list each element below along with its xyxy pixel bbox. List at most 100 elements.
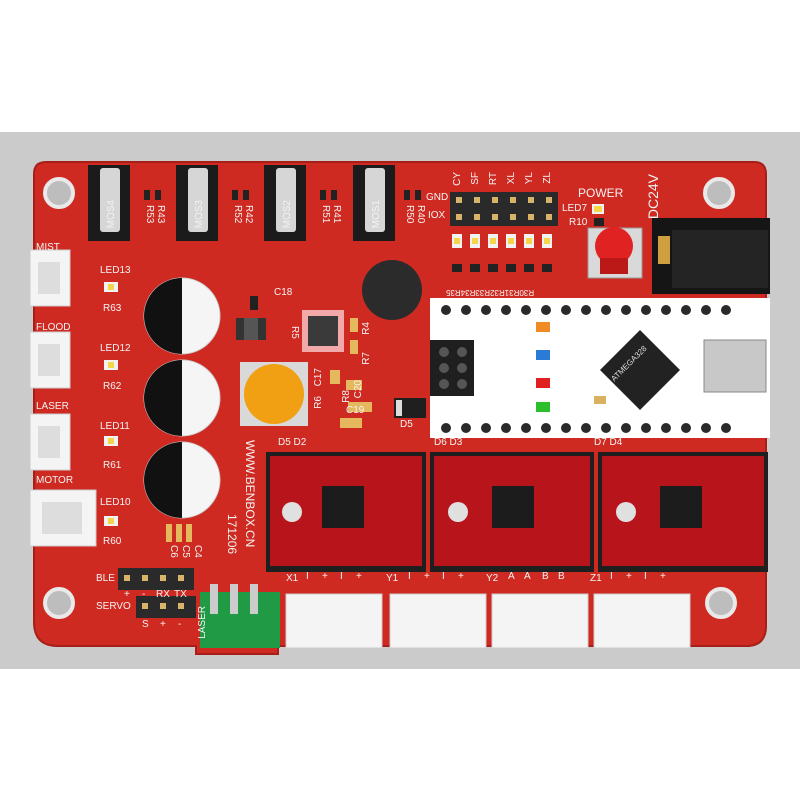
driver-y xyxy=(430,452,594,572)
label-y1: Y1 xyxy=(386,573,399,584)
y2-connector xyxy=(491,593,589,649)
label-led13: LED13 xyxy=(100,265,131,276)
label-website: WWW.BENBOX.CN xyxy=(243,440,257,548)
left-connectors xyxy=(29,249,97,547)
label-motor: MOTOR xyxy=(36,475,74,486)
pin-y2-2: A xyxy=(524,571,531,582)
label-led10: LED10 xyxy=(100,497,131,508)
buzzer xyxy=(362,260,422,320)
label-r52: R52 xyxy=(232,205,243,224)
label-led12: LED12 xyxy=(100,343,131,354)
label-power: POWER xyxy=(578,186,624,200)
pin-z1-1: I xyxy=(610,571,613,582)
usb-port xyxy=(703,339,767,393)
label-gnd: GND xyxy=(426,192,449,203)
mounting-holes xyxy=(43,177,737,619)
pin-x1-1: I xyxy=(306,571,309,582)
pin-y2-1: A xyxy=(508,571,515,582)
pin-servo-1: S xyxy=(142,619,149,630)
label-driver-z: D7 D4 xyxy=(594,437,623,448)
mosfet-2 xyxy=(264,165,306,241)
pin-ble-1: + xyxy=(124,589,130,600)
label-r62: R62 xyxy=(103,381,122,392)
label-r8: R8 xyxy=(341,390,352,403)
label-ble: BLE xyxy=(96,573,115,584)
label-c4: C4 xyxy=(192,545,203,558)
label-resistor-row: R30R31R32R33R34R35 xyxy=(446,288,535,297)
pin-z1-2: + xyxy=(626,571,632,582)
label-c5: C5 xyxy=(180,545,191,558)
label-r63: R63 xyxy=(103,303,122,314)
label-r42: R42 xyxy=(243,205,254,224)
connector-mist xyxy=(29,249,71,307)
connector-laser xyxy=(29,413,71,471)
inductor xyxy=(240,362,308,426)
label-date-code: 171206 xyxy=(225,514,239,555)
label-xl: XL xyxy=(506,172,517,185)
mounting-hole-tl xyxy=(43,177,75,209)
mos-resistors xyxy=(144,190,421,200)
electrolytic-capacitors xyxy=(143,277,221,519)
label-r10: R10 xyxy=(569,217,588,228)
label-mist: MIST xyxy=(36,242,60,253)
pin-y1-2: + xyxy=(424,571,430,582)
label-r4: R4 xyxy=(361,322,372,335)
x1-connector xyxy=(285,593,383,649)
label-servo: SERVO xyxy=(96,601,131,612)
label-r60: R60 xyxy=(103,536,122,547)
pin-x1-4: + xyxy=(356,571,362,582)
axis-pin-header xyxy=(450,192,558,226)
pin-ble-4: TX xyxy=(174,589,187,600)
label-flood: FLOOD xyxy=(36,322,71,333)
port-leds xyxy=(104,282,118,526)
mosfet-1 xyxy=(353,165,395,241)
label-rt: RT xyxy=(488,172,499,186)
pin-servo-3: - xyxy=(178,619,182,630)
label-iox: IOX xyxy=(428,210,446,221)
label-laser: LASER xyxy=(36,401,69,412)
connector-motor xyxy=(29,489,97,547)
stepper-drivers xyxy=(266,452,768,572)
label-r51: R51 xyxy=(320,205,331,224)
label-led7: LED7 xyxy=(562,203,588,214)
label-cy: CY xyxy=(452,172,463,186)
smd-parts xyxy=(166,296,426,542)
label-c17: C17 xyxy=(313,368,324,387)
label-r41: R41 xyxy=(331,205,342,224)
label-r53: R53 xyxy=(144,205,155,224)
pin-y2-3: B xyxy=(542,571,549,582)
label-y2: Y2 xyxy=(486,573,499,584)
label-d5: D5 xyxy=(400,419,413,430)
label-mos4: MOS4 xyxy=(106,200,117,229)
label-r50: R50 xyxy=(404,205,415,224)
label-driver-x: D5 D2 xyxy=(278,437,307,448)
pin-y1-3: I xyxy=(442,571,445,582)
label-mos1: MOS1 xyxy=(371,200,382,229)
label-r7: R7 xyxy=(361,352,372,365)
mosfet-4 xyxy=(88,165,130,241)
label-mos3: MOS3 xyxy=(194,200,205,229)
y1-connector xyxy=(389,593,487,649)
label-c20: C20 xyxy=(353,380,364,399)
dc-jack xyxy=(652,218,770,294)
label-laser-connector: LASER xyxy=(197,606,208,639)
pin-z1-4: + xyxy=(660,571,666,582)
led-row xyxy=(452,234,552,272)
arduino-nano xyxy=(430,298,770,438)
label-c6: C6 xyxy=(168,545,179,558)
label-r6: R6 xyxy=(313,396,324,409)
pin-servo-2: + xyxy=(160,619,166,630)
ble-servo-headers xyxy=(118,568,196,618)
bottom-connectors xyxy=(200,584,691,649)
label-driver-y: D6 D3 xyxy=(434,437,463,448)
mosfet-3 xyxy=(176,165,218,241)
driver-x xyxy=(266,452,426,572)
z1-connector xyxy=(593,593,691,649)
label-yl: YL xyxy=(524,172,535,185)
driver-z xyxy=(598,452,768,572)
icsp-header xyxy=(430,340,474,396)
pin-x1-3: I xyxy=(340,571,343,582)
connector-flood xyxy=(29,331,71,389)
pin-y1-4: + xyxy=(458,571,464,582)
